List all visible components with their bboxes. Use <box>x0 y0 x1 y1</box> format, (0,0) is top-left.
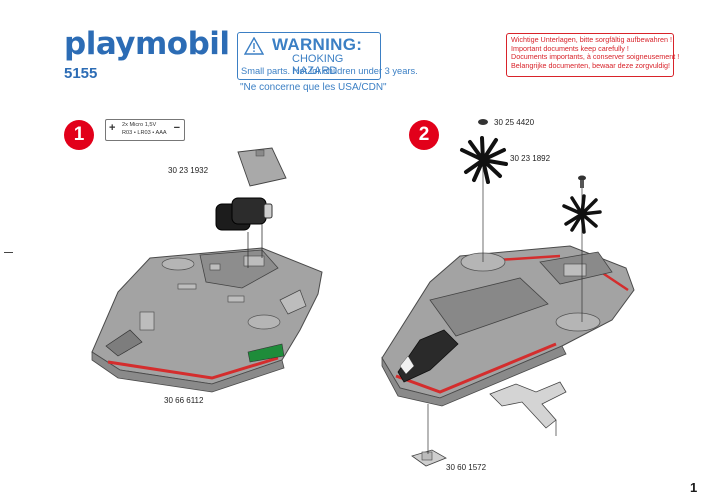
display-stand <box>411 381 567 467</box>
notice-line: Documents importants, à conserver soigne… <box>511 52 680 62</box>
propeller-small <box>562 194 602 234</box>
fold-mark <box>4 252 13 253</box>
battery-minus-icon: − <box>173 122 180 134</box>
battery-spec-box: + 2x Micro 1,5V R03 • LR03 • AAA − <box>105 119 185 141</box>
battery-plus-icon: + <box>109 122 116 134</box>
step-1-badge: 1 <box>64 120 94 150</box>
choking-warning-box: WARNING: CHOKING HAZARD Small parts. Not… <box>237 32 418 80</box>
brand-logo: playmobil <box>64 26 230 62</box>
part-number-label: 30 66 6112 <box>164 396 204 405</box>
notice-line: Belangrijke documenten, bewaar deze zorg… <box>511 60 671 70</box>
battery-spec-line: 2x Micro 1,5V <box>122 122 157 128</box>
notice-line: Wichtige Unterlagen, bitte sorgfältig au… <box>511 35 673 44</box>
battery-spec-line: R03 • LR03 • AAA <box>122 130 167 136</box>
hull-step1-illustration <box>91 216 323 393</box>
notice-line: Important documents keep carefully ! <box>511 43 629 53</box>
battery-cover <box>237 147 287 187</box>
warning-region-note: "Ne concerne que les USA/CDN" <box>240 82 387 93</box>
warning-title: WARNING: <box>272 35 363 54</box>
part-number-label: 30 25 4420 <box>494 118 535 127</box>
part-number-label: 30 23 1932 <box>168 166 209 175</box>
step-2-badge: 2 <box>409 120 439 150</box>
hull-step2-illustration <box>381 140 635 407</box>
propeller-large <box>460 136 508 184</box>
product-number: 5155 <box>64 65 98 82</box>
propeller-cap <box>478 119 586 188</box>
part-number-label: 30 60 1572 <box>446 463 487 472</box>
part-number-label: 30 23 1892 <box>510 154 551 163</box>
important-documents-notice: Wichtige Unterlagen, bitte sorgfältig au… <box>506 33 680 77</box>
aaa-batteries <box>215 197 273 231</box>
warning-triangle-icon <box>244 37 264 55</box>
warning-subtitle: CHOKING HAZARD <box>292 53 344 77</box>
page-number: 1 <box>690 480 698 495</box>
warning-detail: Small parts. Not for children under 3 ye… <box>241 66 418 76</box>
